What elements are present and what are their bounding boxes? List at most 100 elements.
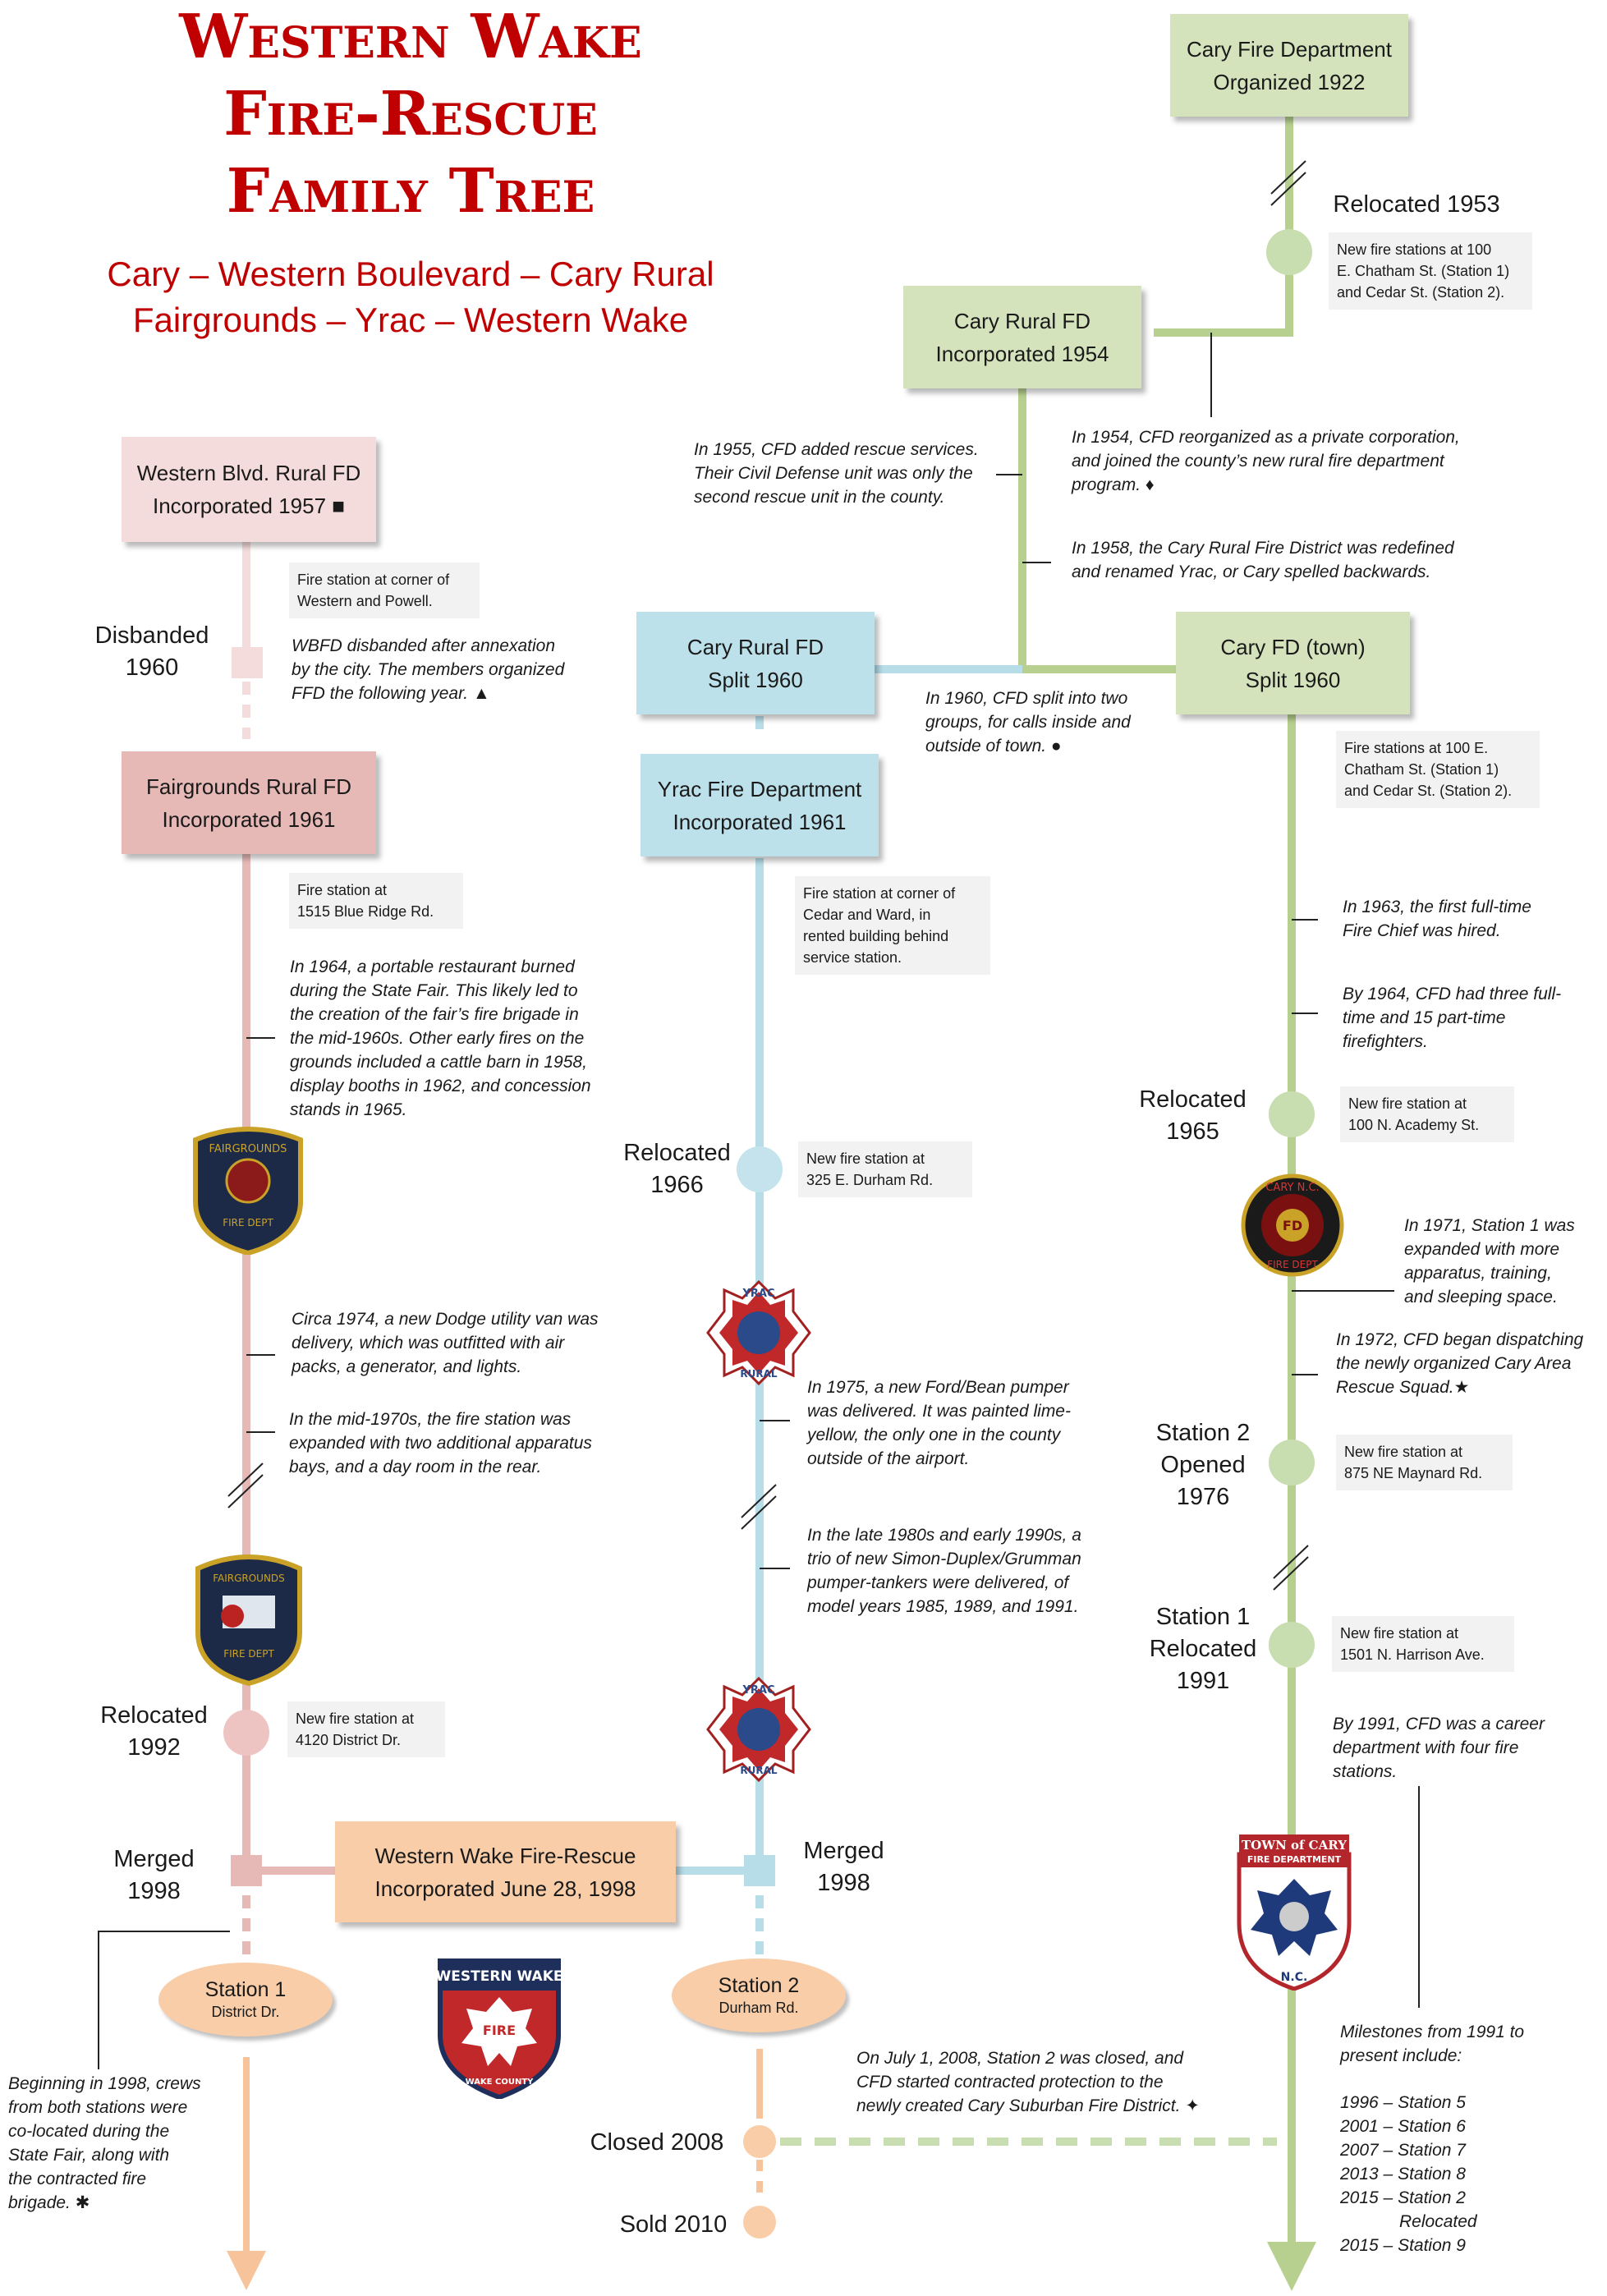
svg-text:N.C.: N.C. xyxy=(1281,1971,1308,1984)
text-line: In 1972, CFD began dispatching xyxy=(1336,1330,1584,1349)
text-yrac-1958: In 1958, the Cary Rural Fire District wa… xyxy=(1072,536,1531,584)
oval-place: District Dr. xyxy=(211,2004,280,2020)
text-line: and renamed Yrac, or Cary spelled backwa… xyxy=(1072,563,1431,581)
text-dodge-1974: Circa 1974, a new Dodge utility van was … xyxy=(292,1307,636,1379)
node-relocated-1965 xyxy=(1269,1091,1315,1137)
text-line: the contracted fire xyxy=(8,2170,147,2188)
label-station2-opened-1976: Station 2 Opened 1976 xyxy=(1129,1417,1277,1513)
text-fair-1964: In 1964, a portable restaurant burned du… xyxy=(290,955,635,1122)
label-line-2: 1998 xyxy=(817,1870,870,1896)
cary-fd-round-patch-icon: FD CARY N.C. FIRE DEPT xyxy=(1241,1173,1344,1277)
box-fairgrounds-1961: Fairgrounds Rural FD Incorporated 1961 xyxy=(122,751,376,854)
text-closed-2008: On July 1, 2008, Station 2 was closed, a… xyxy=(856,2046,1251,2118)
text-pumper-1975: In 1975, a new Ford/Bean pumper was deli… xyxy=(807,1375,1119,1471)
text-split-1960: In 1960, CFD split into two groups, for … xyxy=(925,687,1172,758)
text-line: present include: xyxy=(1340,2046,1462,2065)
milestone-item: 2015 – Station 9 xyxy=(1340,2236,1466,2255)
label-line-1: Station 2 xyxy=(1155,1420,1251,1446)
text-rescue-1955: In 1955, CFD added rescue services. Thei… xyxy=(694,438,1006,509)
note-1953-stations: New fire stations at 100 E. Chatham St. … xyxy=(1329,232,1532,310)
note-line: and Cedar St. (Station 2). xyxy=(1337,284,1505,301)
node-relocated-1992 xyxy=(223,1710,269,1756)
text-line: grounds included a cattle barn in 1958, xyxy=(290,1053,587,1072)
text-line: firefighters. xyxy=(1343,1032,1428,1051)
milestone-item: 2015 – Station 2 xyxy=(1340,2188,1466,2207)
label-line-2: Opened xyxy=(1160,1452,1246,1478)
text-line: State Fair, along with xyxy=(8,2146,170,2165)
note-line: Fire station at xyxy=(297,882,388,898)
svg-text:FIRE DEPT: FIRE DEPT xyxy=(1267,1259,1318,1270)
text-line: expanded with two additional apparatus xyxy=(289,1434,592,1453)
main-title: Western Wake Fire-Rescue Family Tree xyxy=(16,0,805,230)
title-line-3: Family Tree xyxy=(226,156,595,227)
note-line: New fire station at xyxy=(1348,1095,1467,1112)
box-western-blvd-1957: Western Blvd. Rural FD Incorporated 1957… xyxy=(122,437,376,542)
text-line: packs, a generator, and lights. xyxy=(292,1357,522,1376)
label-relocated-1992: Relocated 1992 xyxy=(78,1700,230,1764)
note-line: Cedar and Ward, in xyxy=(803,907,931,923)
western-wake-patch-icon: WESTERN WAKE FIRE WAKE COUNTY xyxy=(436,1958,563,2099)
label-closed-2008: Closed 2008 xyxy=(590,2129,724,2156)
subtitle-line-2: Fairgrounds – Yrac – Western Wake xyxy=(132,301,689,339)
text-line: Their Civil Defense unit was only the xyxy=(694,464,973,483)
box-yrac-1961: Yrac Fire Department Incorporated 1961 xyxy=(641,754,879,856)
note-line: New fire station at xyxy=(1344,1444,1463,1460)
text-line: delivery, which was outfitted with air xyxy=(292,1334,565,1352)
note-line: New fire station at xyxy=(296,1711,415,1727)
label-line-2: Relocated xyxy=(1149,1636,1257,1662)
note-cedar-ward: Fire station at corner of Cedar and Ward… xyxy=(795,876,990,975)
label-line-2: 1966 xyxy=(650,1172,704,1198)
title-line-1: Western Wake xyxy=(179,2,642,72)
box-line-2: Incorporated 1954 xyxy=(935,341,1109,366)
note-line: 325 E. Durham Rd. xyxy=(806,1172,934,1188)
note-line: 4120 District Dr. xyxy=(296,1732,402,1748)
node-disbanded-1960 xyxy=(232,647,263,678)
box-line-1: Yrac Fire Department xyxy=(657,776,862,801)
text-line: pumper-tankers were delivered, of xyxy=(807,1573,1069,1592)
text-line: yellow, the only one in the county xyxy=(807,1426,1061,1444)
text-line: apparatus, training, xyxy=(1404,1264,1552,1283)
text-line: By 1991, CFD was a career xyxy=(1333,1715,1545,1733)
box-cary-rural-split-1960: Cary Rural FD Split 1960 xyxy=(636,612,875,714)
box-line-1: Cary FD (town) xyxy=(1220,634,1366,659)
box-line-2: Incorporated 1961 xyxy=(162,806,336,832)
text-line: during the State Fair. This likely led t… xyxy=(290,981,578,1000)
milestone-item: 2007 – Station 7 xyxy=(1340,2141,1466,2160)
svg-text:YRAC: YRAC xyxy=(742,1684,774,1697)
label-line-1: Disbanded xyxy=(94,622,209,649)
svg-text:FIRE DEPARTMENT: FIRE DEPARTMENT xyxy=(1247,1854,1342,1865)
note-durham: New fire station at 325 E. Durham Rd. xyxy=(798,1141,972,1197)
text-line: time and 15 part-time xyxy=(1343,1008,1506,1027)
svg-text:FIRE: FIRE xyxy=(483,2023,516,2038)
label-line-1: Relocated xyxy=(623,1140,731,1166)
text-line: was delivered. It was painted lime- xyxy=(807,1402,1071,1421)
label-line-2: 1965 xyxy=(1166,1118,1219,1145)
note-line: E. Chatham St. (Station 1) xyxy=(1337,263,1510,279)
note-line: 875 NE Maynard Rd. xyxy=(1344,1465,1483,1481)
svg-text:WESTERN WAKE: WESTERN WAKE xyxy=(436,1968,563,1985)
note-harrison: New fire station at 1501 N. Harrison Ave… xyxy=(1332,1616,1514,1672)
label-line-1: Merged xyxy=(803,1838,884,1864)
oval-title: Station 1 xyxy=(204,1978,287,2001)
text-line: stations. xyxy=(1333,1762,1398,1781)
text-line: stands in 1965. xyxy=(290,1100,407,1119)
note-line: New fire station at xyxy=(1340,1625,1459,1642)
text-line: newly created Cary Suburban Fire Distric… xyxy=(856,2096,1200,2115)
svg-text:FIRE DEPT: FIRE DEPT xyxy=(223,1217,273,1228)
box-line-2: Split 1960 xyxy=(708,667,803,692)
milestone-item: 2013 – Station 8 xyxy=(1340,2165,1466,2183)
text-line: In 1954, CFD reorganized as a private co… xyxy=(1072,428,1460,447)
box-line-1: Cary Fire Department xyxy=(1187,36,1392,62)
text-line: Beginning in 1998, crews xyxy=(8,2074,201,2093)
label-station1-relocated-1991: Station 1 Relocated 1991 xyxy=(1129,1601,1277,1697)
note-academy: New fire station at 100 N. Academy St. xyxy=(1340,1086,1514,1142)
label-relocated-1966: Relocated 1966 xyxy=(601,1137,753,1201)
note-line: 1515 Blue Ridge Rd. xyxy=(297,903,434,920)
node-relocated-1953 xyxy=(1266,229,1312,275)
svg-text:WAKE COUNTY: WAKE COUNTY xyxy=(466,2078,535,2087)
text-line: Rescue Squad.★ xyxy=(1336,1378,1470,1397)
text-station1-1971: In 1971, Station 1 was expanded with mor… xyxy=(1404,1214,1601,1309)
connector-ticks xyxy=(98,333,1420,2069)
